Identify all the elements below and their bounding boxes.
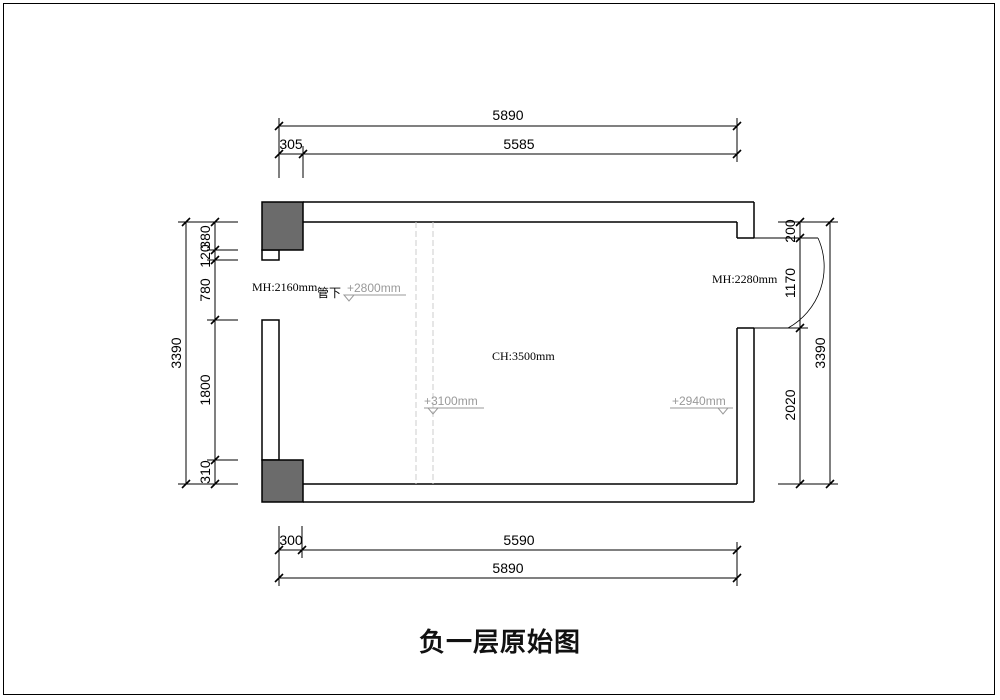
pipe-label: 管下 <box>317 285 341 300</box>
ceiling-height-label: CH:3500mm <box>492 349 555 363</box>
level-left-label: +3100mm <box>424 394 478 408</box>
level-marker-left: +3100mm <box>424 394 484 415</box>
dim-top-left: 305 <box>279 136 303 152</box>
dim-left-seg-4: 1800 <box>197 374 213 405</box>
level-triangle-icon <box>342 294 356 302</box>
dim-top-total: 5890 <box>492 107 523 123</box>
mh-right-label: MH:2280mm <box>712 272 778 286</box>
dim-left-seg-2: 120 <box>197 244 213 268</box>
level-pipe-label: +2800mm <box>347 281 401 295</box>
dim-right <box>778 217 838 489</box>
column-top-left <box>261 201 304 251</box>
dim-bottom-right: 5590 <box>503 532 534 548</box>
dim-left-seg-3: 780 <box>197 278 213 302</box>
page-title: 负一层原始图 <box>418 628 581 658</box>
dim-right-seg-3: 2020 <box>782 389 798 420</box>
dim-left <box>178 217 238 489</box>
column-bottom-left <box>261 459 304 503</box>
dim-bottom-left: 300 <box>279 532 303 548</box>
dim-top <box>274 118 742 178</box>
dim-top-right: 5585 <box>503 136 534 152</box>
beam-lines <box>415 222 434 484</box>
mh-left-label: MH:2160mm <box>252 280 318 294</box>
dim-right-seg-1: 200 <box>782 219 798 243</box>
drawing-frame <box>3 3 995 695</box>
dim-right-seg-2: 1170 <box>782 268 798 298</box>
dim-left-seg-1: 380 <box>197 225 213 249</box>
level-marker-pipe: +2800mm <box>342 281 406 302</box>
dim-right-total: 3390 <box>812 337 828 368</box>
dim-left-total: 3390 <box>168 337 184 368</box>
level-right-label: +2940mm <box>672 394 726 408</box>
level-marker-right: +2940mm <box>670 394 733 415</box>
dim-bottom-total: 5890 <box>492 560 523 576</box>
dim-bottom <box>274 526 742 586</box>
level-triangle-icon <box>426 407 440 415</box>
dim-left-seg-5: 310 <box>197 460 213 484</box>
level-triangle-icon <box>716 407 730 415</box>
